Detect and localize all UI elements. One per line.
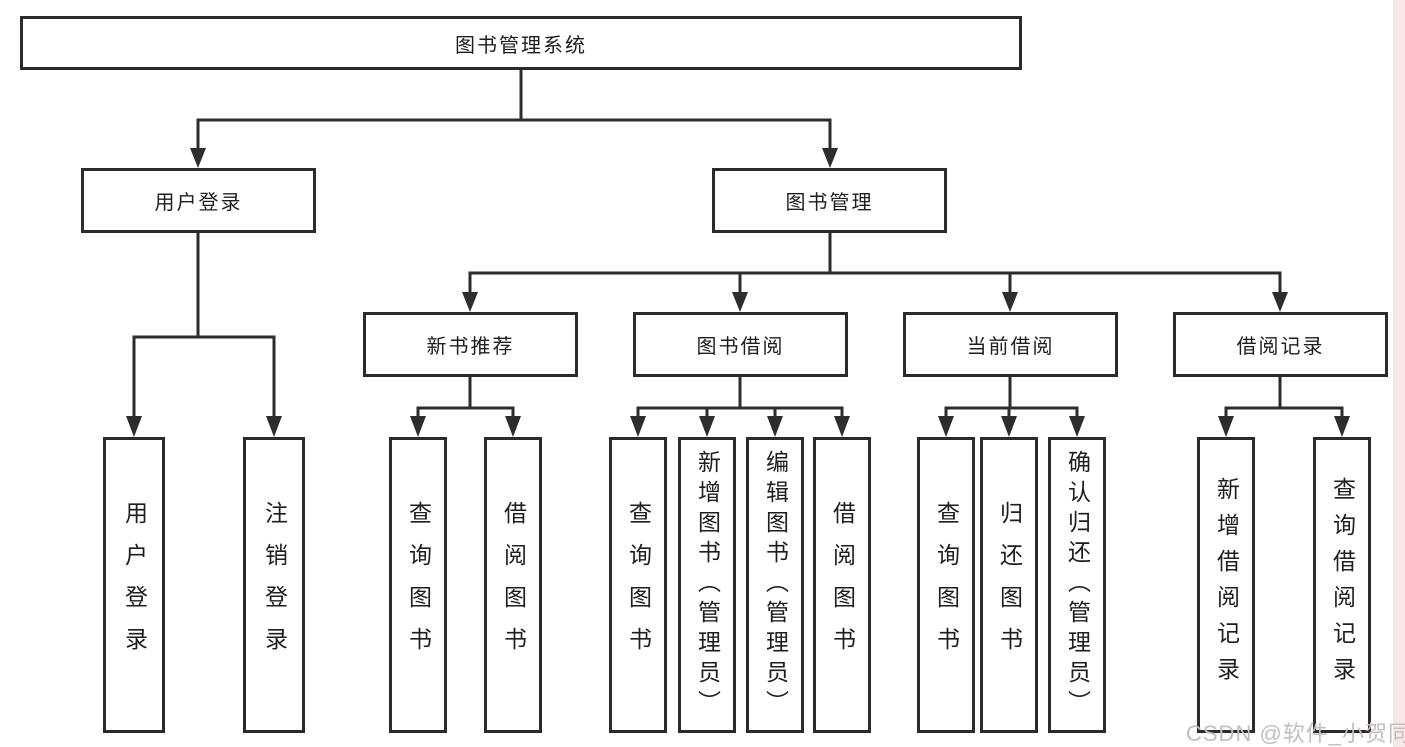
leaf-label: 新增借阅记录	[1213, 477, 1240, 693]
node-root: 图书管理系统	[20, 16, 1022, 70]
leaf-query-book-recommend: 查询图书	[389, 437, 447, 733]
leaf-return-book: 归还图书	[980, 437, 1038, 733]
node-borrow-records: 借阅记录	[1173, 312, 1388, 377]
leaf-label: 借阅图书	[829, 501, 856, 669]
node-current-borrow: 当前借阅	[903, 312, 1118, 377]
leaf-add-book-admin: 新增图书（管理员）	[678, 437, 736, 733]
leaf-confirm-return-admin: 确认归还（管理员）	[1048, 437, 1106, 733]
leaf-logout-login: 注销登录	[243, 437, 305, 733]
leaf-label: 注销登录	[261, 501, 288, 669]
leaf-edit-book-admin: 编辑图书（管理员）	[746, 437, 804, 733]
node-book-borrow: 图书借阅	[633, 312, 848, 377]
edge-strip	[1393, 0, 1405, 747]
leaf-query-book-current: 查询图书	[917, 437, 975, 733]
node-new-book-recommend: 新书推荐	[363, 312, 578, 377]
node-user-login: 用户登录	[81, 168, 316, 233]
leaf-label: 查询图书	[625, 501, 652, 669]
leaf-label: 查询图书	[405, 501, 432, 669]
leaf-label: 确认归还（管理员）	[1064, 450, 1091, 720]
leaf-label: 编辑图书（管理员）	[762, 450, 789, 720]
leaf-user-login: 用户登录	[103, 437, 165, 733]
watermark-text: CSDN @软件_小贺同学	[1186, 721, 1405, 746]
leaf-add-borrow-record: 新增借阅记录	[1197, 437, 1255, 733]
leaf-query-borrow-record: 查询借阅记录	[1313, 437, 1371, 733]
leaf-borrow-book-recommend: 借阅图书	[484, 437, 542, 733]
leaf-label: 借阅图书	[500, 501, 527, 669]
leaf-label: 查询借阅记录	[1329, 477, 1356, 693]
leaf-label: 用户登录	[121, 501, 148, 669]
leaf-borrow-book: 借阅图书	[813, 437, 871, 733]
leaf-query-book-borrow: 查询图书	[609, 437, 667, 733]
leaf-label: 新增图书（管理员）	[694, 450, 721, 720]
leaf-label: 归还图书	[996, 501, 1023, 669]
leaf-label: 查询图书	[933, 501, 960, 669]
node-book-management: 图书管理	[712, 168, 947, 233]
